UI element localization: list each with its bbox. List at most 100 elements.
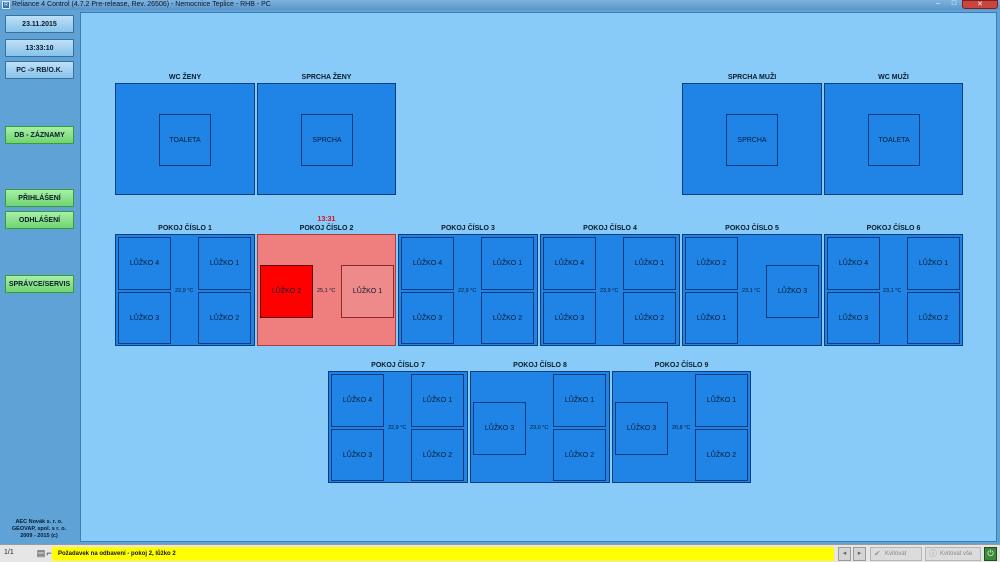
room-9[interactable]: LŮŽKO 3 LŮŽKO 1 LŮŽKO 2 20,8 °C: [612, 371, 751, 483]
time-display: 13:33:10: [5, 39, 74, 57]
checkmark-icon: ✔: [874, 549, 881, 558]
facility-title: SPRCHA ŽENY: [301, 74, 352, 81]
alarm-time: 13:31: [317, 216, 336, 223]
db-records-button[interactable]: DB - ZÁZNAMY: [5, 126, 74, 144]
facility-shower-men[interactable]: SPRCHA: [682, 83, 822, 195]
acknowledge-all-label: Kvitovat vše: [940, 551, 973, 557]
alarm-message[interactable]: Požadavek na odbavení - pokoj 2, lůžko 2: [52, 547, 834, 561]
facility-wc-women[interactable]: TOALETA: [115, 83, 255, 195]
login-button[interactable]: PŘIHLÁŠENÍ: [5, 189, 74, 207]
window-title: Reliance 4 Control (4.7.2 Pre-release, R…: [12, 1, 271, 8]
toilet-unit[interactable]: TOALETA: [159, 114, 211, 166]
sidebar: 23.11.2015 13:33:10 PC -> RB/O.K. DB - Z…: [0, 10, 78, 544]
bed-4[interactable]: LŮŽKO 4: [543, 237, 596, 290]
room-1[interactable]: LŮŽKO 4 LŮŽKO 1 LŮŽKO 3 LŮŽKO 2 22,9 °C: [115, 234, 255, 346]
bed-1[interactable]: LŮŽKO 1: [341, 265, 394, 318]
bed-2[interactable]: LŮŽKO 2: [623, 292, 676, 344]
bed-3[interactable]: LŮŽKO 3: [615, 402, 668, 455]
room-title: POKOJ ČÍSLO 3: [441, 225, 495, 232]
room-7[interactable]: LŮŽKO 4 LŮŽKO 1 LŮŽKO 3 LŮŽKO 2 22,9 °C: [328, 371, 468, 483]
shower-unit[interactable]: SPRCHA: [726, 114, 778, 166]
bed-1[interactable]: LŮŽKO 1: [411, 374, 464, 427]
room-temperature: 22,9 °C: [175, 288, 194, 294]
bed-2[interactable]: LŮŽKO 2: [481, 292, 534, 344]
acknowledge-label: Kvitovat: [885, 551, 907, 557]
bed-3[interactable]: LŮŽKO 3: [827, 292, 880, 344]
room-3[interactable]: LŮŽKO 4 LŮŽKO 1 LŮŽKO 3 LŮŽKO 2 22,9 °C: [398, 234, 538, 346]
bed-2[interactable]: LŮŽKO 2: [198, 292, 251, 344]
status-bar: 1/1 ▤ ⌐ Požadavek na odbavení - pokoj 2,…: [0, 544, 1000, 562]
bed-3[interactable]: LŮŽKO 3: [331, 429, 384, 481]
bed-3[interactable]: LŮŽKO 3: [543, 292, 596, 344]
facility-title: WC MUŽI: [878, 74, 909, 81]
toilet-unit[interactable]: TOALETA: [868, 114, 920, 166]
connection-status: PC -> RB/O.K.: [5, 61, 74, 79]
room-title: POKOJ ČÍSLO 8: [513, 362, 567, 369]
bed-4[interactable]: LŮŽKO 4: [331, 374, 384, 427]
room-title: POKOJ ČÍSLO 9: [654, 362, 709, 369]
bed-1[interactable]: LŮŽKO 1: [481, 237, 534, 290]
room-temperature: 23,0 °C: [530, 425, 549, 431]
title-bar: R Reliance 4 Control (4.7.2 Pre-release,…: [0, 0, 1000, 10]
facility-wc-men[interactable]: TOALETA: [824, 83, 963, 195]
acknowledge-all-button[interactable]: ⓘ Kvitovat vše: [925, 547, 981, 561]
bed-1[interactable]: LŮŽKO 1: [623, 237, 676, 290]
room-temperature: 22,9 °C: [388, 425, 407, 431]
room-temperature: 23,1 °C: [742, 288, 761, 294]
bed-3[interactable]: LŮŽKO 3: [401, 292, 454, 344]
room-temperature: 23,1 °C: [883, 288, 902, 294]
bed-1[interactable]: LŮŽKO 1: [553, 374, 606, 427]
acknowledge-button[interactable]: ✔ Kvitovat: [870, 547, 922, 561]
bed-4[interactable]: LŮŽKO 4: [827, 237, 880, 290]
room-5[interactable]: LŮŽKO 2 LŮŽKO 3 LŮŽKO 1 23,1 °C: [682, 234, 822, 346]
logout-button[interactable]: ODHLÁŠENÍ: [5, 211, 74, 229]
signal-icon: ⌐: [46, 548, 52, 558]
exit-icon[interactable]: ⏻: [984, 547, 997, 561]
room-8[interactable]: LŮŽKO 3 LŮŽKO 1 LŮŽKO 2 23,0 °C: [470, 371, 610, 483]
room-6[interactable]: LŮŽKO 4 LŮŽKO 1 LŮŽKO 3 LŮŽKO 2 23,1 °C: [824, 234, 963, 346]
page-icon[interactable]: ▤: [36, 548, 46, 558]
room-title: POKOJ ČÍSLO 2: [299, 225, 354, 232]
room-title: POKOJ ČÍSLO 1: [158, 225, 212, 232]
page-indicator: 1/1: [4, 549, 14, 556]
bed-1[interactable]: LŮŽKO 1: [907, 237, 960, 290]
close-button[interactable]: ✕: [962, 0, 998, 9]
admin-service-button[interactable]: SPRÁVCE/SERVIS: [5, 275, 74, 293]
footer-copyright: 2009 - 2015 (c): [20, 533, 58, 539]
next-alarm-button[interactable]: ▸: [853, 547, 866, 561]
bed-4[interactable]: LŮŽKO 4: [401, 237, 454, 290]
date-display: 23.11.2015: [5, 15, 74, 33]
room-temperature: 20,8 °C: [672, 425, 691, 431]
bed-1[interactable]: LŮŽKO 1: [685, 292, 738, 344]
maximize-button[interactable]: □: [951, 0, 957, 7]
room-temperature: 25,1 °C: [317, 288, 336, 294]
prev-alarm-button[interactable]: ◂: [838, 547, 851, 561]
room-4[interactable]: LŮŽKO 4 LŮŽKO 1 LŮŽKO 3 LŮŽKO 2 23,9 °C: [540, 234, 680, 346]
bed-2-alarm[interactable]: LŮŽKO 2: [260, 265, 313, 318]
bed-3[interactable]: LŮŽKO 3: [766, 265, 819, 318]
facility-title: WC ŽENY: [168, 74, 202, 81]
shower-unit[interactable]: SPRCHA: [301, 114, 353, 166]
facility-title: SPRCHA MUŽI: [727, 74, 777, 81]
bed-3[interactable]: LŮŽKO 3: [473, 402, 526, 455]
bed-4[interactable]: LŮŽKO 4: [118, 237, 171, 290]
bed-1[interactable]: LŮŽKO 1: [695, 374, 748, 427]
room-title: POKOJ ČÍSLO 4: [583, 225, 637, 232]
floor-plan: WC ŽENY TOALETA SPRCHA ŽENY SPRCHA SPRCH…: [80, 12, 997, 542]
room-title: POKOJ ČÍSLO 7: [371, 362, 425, 369]
bed-2[interactable]: LŮŽKO 2: [685, 237, 738, 290]
room-2[interactable]: LŮŽKO 2 LŮŽKO 1 25,1 °C: [257, 234, 396, 346]
bed-2[interactable]: LŮŽKO 2: [907, 292, 960, 344]
room-title: POKOJ ČÍSLO 5: [725, 225, 779, 232]
info-icon: ⓘ: [929, 549, 937, 558]
room-temperature: 23,9 °C: [600, 288, 619, 294]
bed-2[interactable]: LŮŽKO 2: [695, 429, 748, 481]
bed-2[interactable]: LŮŽKO 2: [411, 429, 464, 481]
bed-1[interactable]: LŮŽKO 1: [198, 237, 251, 290]
app-icon: R: [2, 1, 10, 9]
bed-3[interactable]: LŮŽKO 3: [118, 292, 171, 344]
minimize-button[interactable]: –: [936, 0, 940, 7]
room-title: POKOJ ČÍSLO 6: [866, 225, 921, 232]
facility-shower-women[interactable]: SPRCHA: [257, 83, 396, 195]
bed-2[interactable]: LŮŽKO 2: [553, 429, 606, 481]
